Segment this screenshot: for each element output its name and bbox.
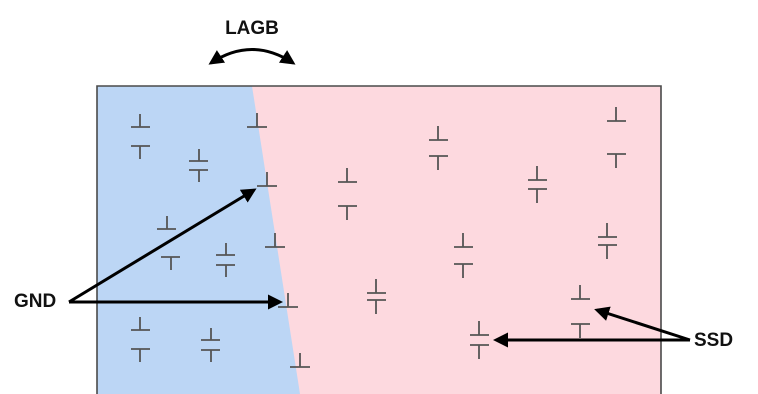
dislocation-icon [189, 169, 208, 182]
dislocation-icon [161, 256, 180, 270]
dislocation-icon [429, 155, 448, 170]
gnd-label: GND [14, 291, 56, 312]
dislocation-icon [131, 317, 150, 331]
dislocation-icon [367, 299, 386, 314]
gnd-arrow-upper [68, 188, 257, 304]
dislocation-icon [367, 279, 386, 294]
dislocation-icon [470, 321, 489, 336]
dislocation-icon [216, 243, 235, 256]
dislocation-icon [189, 149, 208, 162]
left-grain-region [97, 86, 300, 394]
dislocation-icon [131, 145, 150, 159]
dislocation-icon [571, 285, 590, 300]
rotation-arrow-icon [208, 48, 296, 65]
dislocation-icon [338, 168, 357, 183]
dislocation-icon [201, 328, 220, 341]
dislocation-icon [598, 244, 617, 259]
dislocation-icon [607, 107, 626, 122]
dislocation-icon [454, 263, 473, 278]
dislocation-icon [454, 233, 473, 248]
dislocations [131, 107, 626, 368]
lagb-label: LAGB [225, 18, 279, 39]
ssd-arrow-upper [594, 306, 691, 342]
dislocation-icon [528, 188, 547, 203]
dislocation-icon [528, 166, 547, 181]
dislocation-icon [598, 223, 617, 238]
dislocation-icon [338, 205, 357, 220]
dislocation-icon [216, 264, 235, 277]
dislocation-icon [607, 153, 626, 168]
boundary-dislocation-icon [265, 233, 285, 248]
grain-frame [96, 85, 662, 394]
ssd-label: SSD [694, 330, 733, 351]
dislocation-icon [131, 114, 150, 128]
dislocation-icon [470, 344, 489, 359]
boundary-dislocation-icon [257, 172, 277, 187]
dislocation-icon [131, 348, 150, 362]
boundary-dislocation-icon [290, 353, 310, 368]
boundary-dislocation-icon [247, 113, 267, 128]
dislocation-icon [201, 349, 220, 362]
dislocation-icon [429, 126, 448, 141]
dislocation-icon [571, 323, 590, 338]
dislocation-icon [157, 216, 176, 230]
